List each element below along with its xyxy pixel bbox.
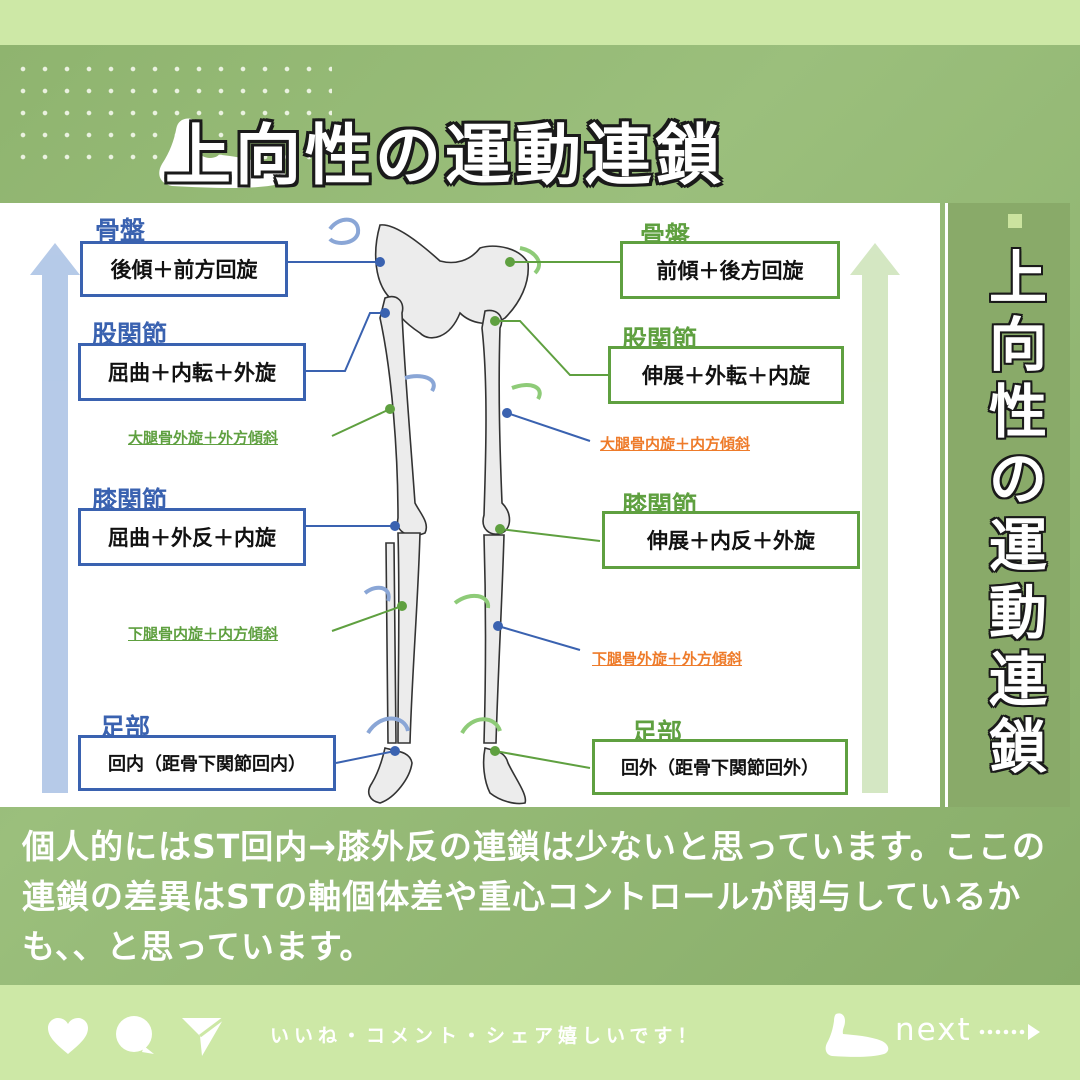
right-femur-motion: 大腿骨内旋＋内方傾斜: [600, 435, 751, 453]
next-arrow-icon[interactable]: [978, 1022, 1043, 1042]
right-up-arrow: [850, 243, 900, 793]
side-title-char: 性: [988, 378, 1047, 446]
next-link[interactable]: next: [895, 1012, 972, 1048]
side-title-char: の: [988, 445, 1047, 513]
side-title-char: 向: [988, 311, 1047, 379]
cta-text: いいね・コメント・シェア嬉しいです！: [270, 1025, 702, 1047]
left-pelvis-motion: 後傾＋前方回旋: [80, 241, 288, 297]
bottom-bar: [0, 985, 1080, 1080]
foot-logo-icon: [159, 118, 287, 188]
page-title: 上向性の運動連鎖: [165, 117, 725, 194]
left-up-arrow: [30, 243, 80, 793]
side-title-char: 運: [988, 512, 1047, 580]
comment-text: 個人的にはST回内→膝外反の連鎖は少ないと思っています。ここの連鎖の差異はSTの…: [22, 827, 1046, 966]
side-panel: [945, 203, 1070, 807]
share-icon[interactable]: [180, 1014, 226, 1058]
left-knee-motion: 屈曲＋外反＋内旋: [78, 508, 306, 566]
left-pelvis-label: 骨盤: [95, 216, 146, 245]
diagram-panel: 骨盤 後傾＋前方回旋 股関節 屈曲＋内転＋外旋 大腿骨外旋＋外方傾斜 膝関節 屈…: [0, 203, 940, 807]
side-title-char: 上: [988, 244, 1047, 312]
foot-small-icon: [825, 1013, 889, 1057]
left-tibia-motion: 下腿骨内旋＋内方傾斜: [128, 625, 279, 643]
right-knee-motion: 伸展＋内反＋外旋: [602, 511, 860, 569]
side-square-marker: [1008, 214, 1022, 228]
side-title: 上向性の運動連鎖: [978, 245, 1058, 781]
side-title-char: 鎖: [988, 713, 1047, 781]
left-femur-motion: 大腿骨外旋＋外方傾斜: [128, 429, 279, 447]
side-title-char: 連: [988, 646, 1047, 714]
left-hip-motion: 屈曲＋内転＋外旋: [78, 343, 306, 401]
right-foot-motion: 回外（距骨下関節回外）: [592, 739, 848, 795]
right-pelvis-motion: 前傾＋後方回旋: [620, 241, 840, 299]
skeleton-diagram: [30, 217, 900, 805]
top-strip: [0, 0, 1080, 45]
side-title-char: 動: [988, 579, 1047, 647]
heart-icon[interactable]: [46, 1016, 90, 1056]
comment-icon[interactable]: [112, 1014, 156, 1056]
right-tibia-motion: 下腿骨外旋＋外方傾斜: [592, 650, 743, 668]
right-hip-motion: 伸展＋外転＋内旋: [608, 346, 844, 404]
left-foot-motion: 回内（距骨下関節回内）: [78, 735, 336, 791]
